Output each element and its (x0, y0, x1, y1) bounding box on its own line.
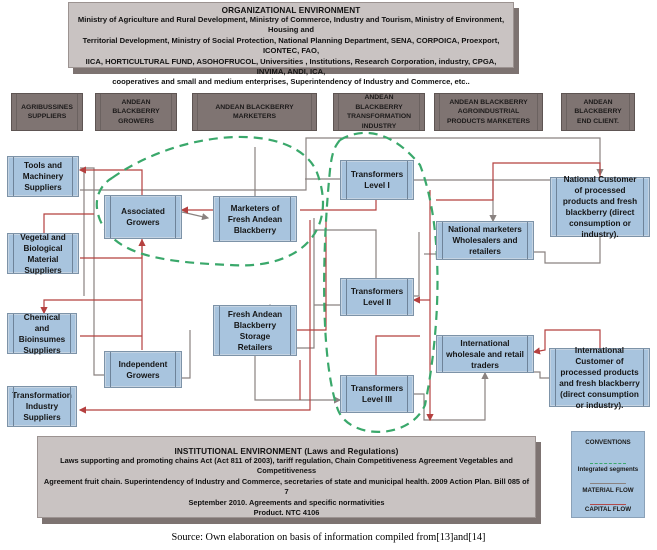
institutional-environment-title: INSTITUTIONAL ENVIRONMENT (Laws and Regu… (174, 447, 399, 456)
node-marketers-fresh-blackberry: Marketers of Fresh Andean Blackberry (213, 196, 297, 242)
material-flow-line (534, 237, 601, 264)
material-flow-line (534, 371, 549, 379)
legend-label-material-flow: MATERIAL FLOW (582, 487, 634, 494)
stage-end-client: ANDEAN BLACKBERRY END CLIENT. (561, 93, 635, 131)
legend-title: CONVENTIONS (585, 439, 631, 446)
node-national-customer: National Customer of processed products … (550, 175, 650, 239)
integrated-segment-outline (95, 135, 325, 267)
figure-caption: Source: Own elaboration on basis of info… (171, 532, 486, 543)
stage-agribusiness-suppliers: AGRIBUSSINES SUPPLIERS (11, 93, 83, 131)
node-storage-retailers: Fresh Andean Blackberry Storage Retailer… (213, 305, 297, 356)
stage-agroindustrial-marketers: ANDEAN BLACKBERRY AGROINDUSTRIAL PRODUCT… (434, 93, 543, 131)
organizational-environment-line: IICA, HORTICULTURAL FUND, ASOHOFRUCOL, U… (85, 56, 497, 77)
capital-flow-line (80, 239, 143, 259)
node-tools-machinery-suppliers: Tools and Machinery Suppliers (7, 156, 79, 197)
capital-flow-line (40, 299, 142, 315)
node-transformers-level-3: Transformers Level III (340, 375, 414, 413)
node-independent-growers: Independent Growers (104, 351, 182, 388)
legend-label-integrated-segments: Integrated segments (577, 466, 639, 473)
capital-flow-line (78, 166, 143, 195)
organizational-environment-title: ORGANIZATIONAL ENVIRONMENT (221, 6, 361, 15)
material-flow-line (314, 229, 377, 278)
organizational-environment-box: ORGANIZATIONAL ENVIRONMENT Ministry of A… (68, 2, 514, 86)
material-flow-line (414, 371, 489, 421)
capital-flow-line (297, 220, 327, 331)
material-flow-line (182, 330, 191, 379)
integrated-segment-outline (323, 131, 439, 433)
capital-flow-line (43, 213, 94, 233)
material-flow-line (254, 356, 342, 404)
node-transformation-industry-suppliers: Transformation Industry Suppliers (7, 386, 77, 427)
node-international-traders: International wholesale and retail trade… (436, 335, 534, 373)
organizational-environment-line: Territorial Development, Ministry of Soc… (82, 35, 500, 56)
conventions-legend: CONVENTIONS Integrated segments MATERIAL… (571, 431, 645, 518)
stage-marketers: ANDEAN BLACKBERRY MARKETERS (192, 93, 317, 131)
legend-swatch-material-flow (590, 483, 626, 484)
legend-swatch-integrated-segments (590, 463, 626, 464)
stage-transformation-industry: ANDEAN BLACKBERRY TRANSFORMATION INDUSTR… (333, 93, 425, 131)
node-chemical-bioinsumes-suppliers: Chemical and Bioinsumes Suppliers (7, 313, 77, 355)
capital-flow-line (300, 200, 377, 211)
capital-flow-line (532, 329, 601, 355)
institutional-environment-line: Laws supporting and promoting chains Act… (60, 456, 513, 476)
node-transformers-level-2: Transformers Level II (340, 278, 414, 316)
organizational-environment-line: cooperatives and small and medium enterp… (112, 77, 470, 87)
node-associated-growers: Associated Growers (104, 195, 182, 239)
capital-flow-line (436, 162, 601, 201)
institutional-environment-line: Agreement fruit chain. Superintendency o… (43, 476, 530, 497)
node-international-customer: International Customer of processed prod… (549, 346, 650, 410)
material-flow-line (414, 232, 420, 297)
node-transformers-level-1: Transformers Level I (340, 160, 414, 200)
capital-flow-line (375, 335, 420, 375)
node-vegetal-biological-suppliers: Vegetal and Biological Material Supplier… (7, 233, 79, 275)
legend-label-capital-flow: CAPITAL FLOW (584, 506, 632, 513)
material-flow-line (181, 211, 210, 221)
material-flow-line (80, 167, 104, 376)
institutional-environment-line: Product. NTC 4106 (253, 508, 320, 518)
capital-flow-line (78, 220, 311, 414)
institutional-environment-box: INSTITUTIONAL ENVIRONMENT (Laws and Regu… (37, 436, 536, 518)
institutional-environment-line: September 2010. Agreements and specific … (188, 497, 385, 507)
organizational-environment-line: Ministry of Agriculture and Rural Develo… (77, 15, 505, 35)
legend-swatch-capital-flow (590, 504, 626, 505)
stage-growers: ANDEAN BLACKBERRY GROWERS (95, 93, 177, 131)
node-national-marketers: National marketers Wholesalers and retai… (436, 221, 534, 260)
material-flow-line (80, 137, 604, 191)
